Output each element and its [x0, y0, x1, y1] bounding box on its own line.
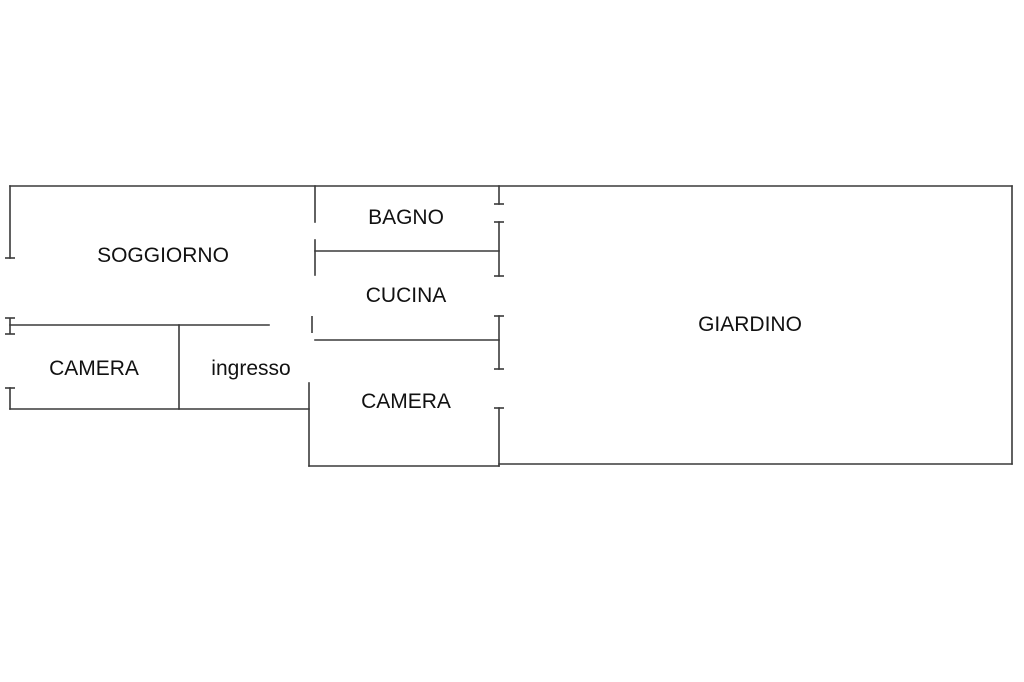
- room-label-camera-left: CAMERA: [49, 357, 139, 380]
- room-label-giardino: GIARDINO: [698, 313, 802, 336]
- exterior-walls: [9, 185, 1013, 467]
- interior-walls: [9, 185, 500, 467]
- room-label-cucina: CUCINA: [366, 284, 447, 307]
- room-label-ingresso: ingresso: [211, 357, 290, 380]
- room-label-camera-center: CAMERA: [361, 390, 451, 413]
- room-label-soggiorno: SOGGIORNO: [97, 244, 229, 267]
- room-labels: SOGGIORNO BAGNO CUCINA CAMERA ingresso C…: [49, 206, 802, 413]
- room-label-bagno: BAGNO: [368, 206, 444, 229]
- wall-end-ticks: [5, 203, 504, 409]
